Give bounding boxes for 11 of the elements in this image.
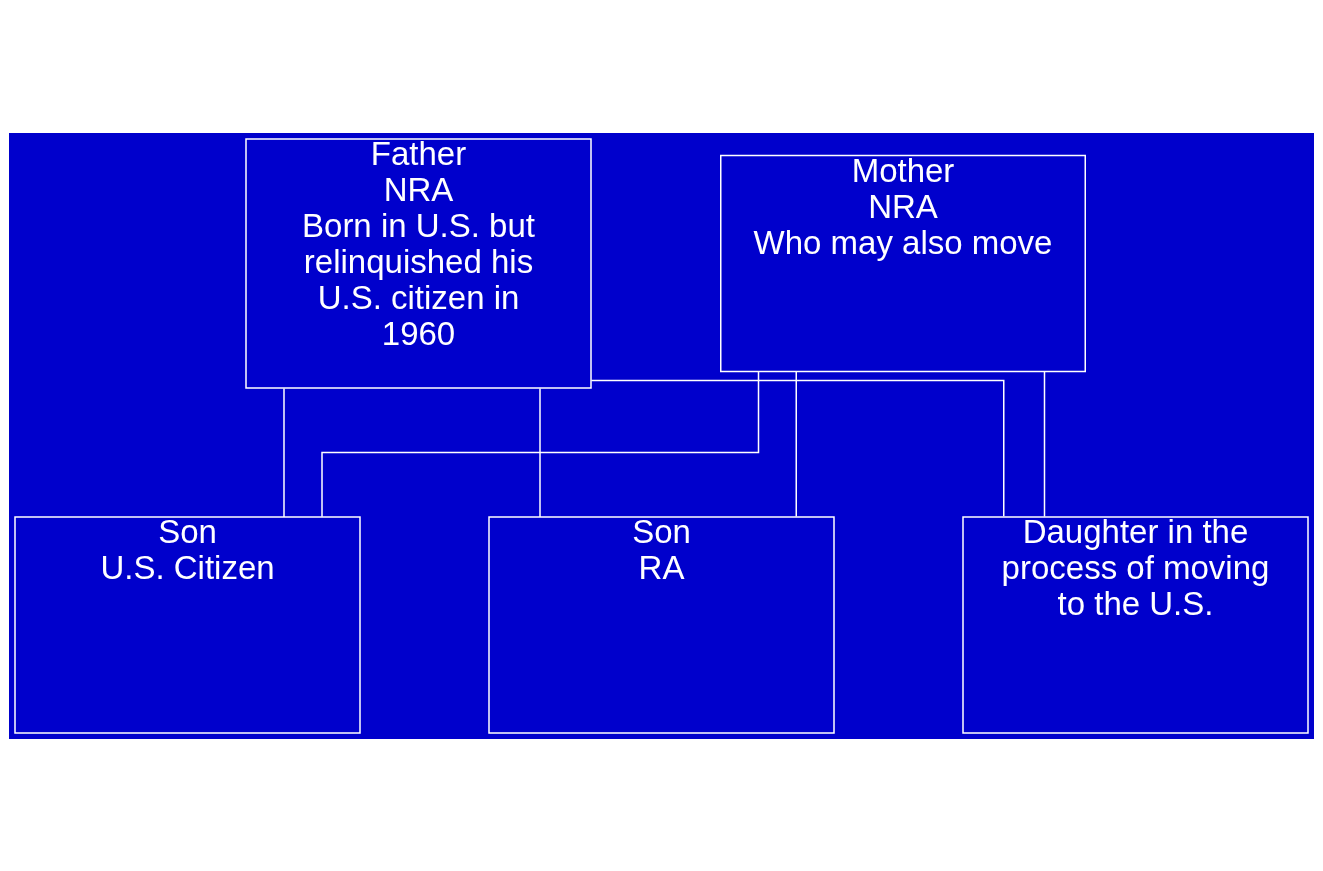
connector bbox=[283, 387, 285, 518]
connector bbox=[1043, 370, 1046, 517]
node-box: Mother NRA Who may also move bbox=[720, 154, 1086, 372]
node-box: Father NRA Born in U.S. but relinquished his U.S. citizen in 1960 bbox=[245, 137, 592, 389]
connector bbox=[590, 379, 1005, 517]
node-box: Son U.S. Citizen bbox=[14, 515, 361, 734]
node-box: Son RA bbox=[488, 515, 835, 734]
node-box: Daughter in the process of moving to the U.S. bbox=[962, 515, 1309, 734]
connector bbox=[539, 387, 541, 518]
connector bbox=[321, 370, 760, 517]
connector bbox=[795, 370, 797, 517]
